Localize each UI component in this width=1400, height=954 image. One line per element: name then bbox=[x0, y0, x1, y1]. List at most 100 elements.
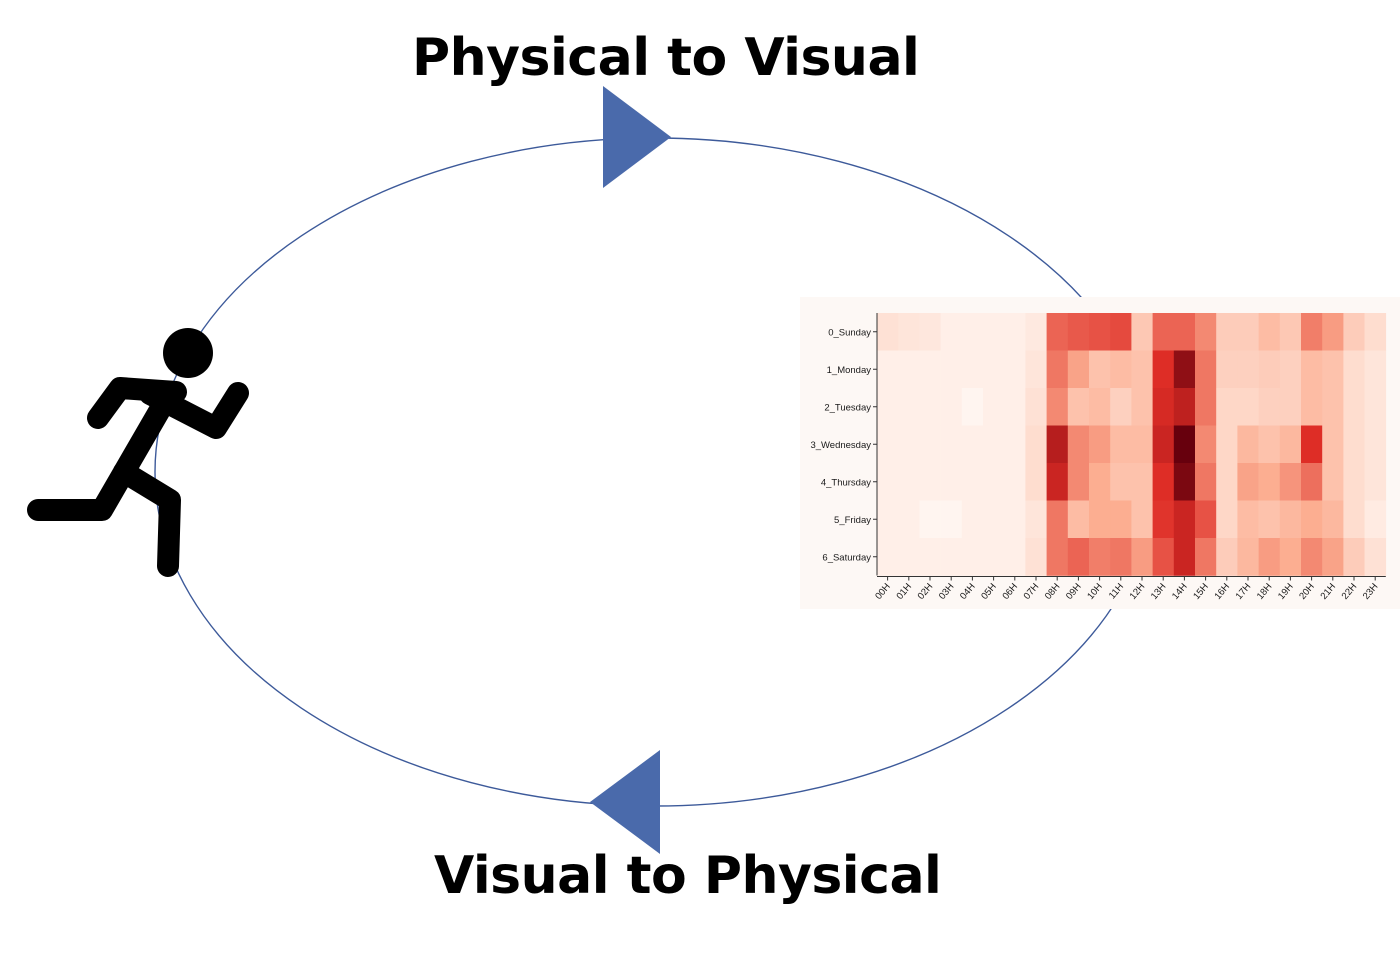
heatmap-cell bbox=[1067, 388, 1090, 426]
heatmap-cell bbox=[1152, 388, 1175, 426]
heatmap-cell bbox=[1279, 388, 1302, 426]
heatmap-cell bbox=[1237, 500, 1259, 539]
heatmap-cell bbox=[961, 350, 984, 389]
heatmap-cell bbox=[1343, 425, 1365, 464]
heatmap-cell bbox=[1131, 538, 1153, 576]
heatmap-cell bbox=[1195, 350, 1217, 389]
heatmap-cell bbox=[877, 463, 899, 501]
heatmap-cell bbox=[1067, 463, 1090, 501]
y-tick-label: 4_Thursday bbox=[821, 477, 871, 488]
heatmap-cell bbox=[1195, 425, 1217, 464]
heatmap-cell bbox=[1322, 350, 1344, 389]
running-person-icon bbox=[27, 328, 249, 577]
heatmap-cell bbox=[1322, 313, 1344, 351]
x-tick-label: 21H bbox=[1318, 581, 1338, 602]
heatmap-cell bbox=[1216, 388, 1238, 426]
heatmap-cell bbox=[1110, 350, 1132, 389]
heatmap-cell bbox=[1237, 388, 1259, 426]
heatmap-cell bbox=[1004, 425, 1026, 464]
x-tick-label: 03H bbox=[937, 581, 957, 602]
heatmap-cell bbox=[1067, 425, 1090, 464]
x-tick-label: 04H bbox=[958, 581, 978, 602]
heatmap-cell bbox=[919, 388, 941, 426]
heatmap-cell bbox=[1322, 538, 1344, 576]
top-arrow-icon bbox=[603, 86, 671, 188]
heatmap-cell bbox=[1364, 388, 1387, 426]
heatmap-cell bbox=[898, 500, 920, 539]
x-tick-label: 23H bbox=[1361, 581, 1381, 602]
heatmap-cell bbox=[1364, 500, 1387, 539]
bottom-arrow-icon bbox=[590, 750, 660, 854]
heatmap-cell bbox=[1131, 350, 1153, 389]
heatmap-cell bbox=[1301, 350, 1323, 389]
heatmap-cell bbox=[1089, 388, 1111, 426]
heatmap-cell bbox=[1258, 538, 1281, 576]
heatmap-cell bbox=[877, 425, 899, 464]
heatmap-cell bbox=[898, 388, 920, 426]
heatmap-cell bbox=[1131, 463, 1153, 501]
heatmap-cell bbox=[1216, 350, 1238, 389]
x-tick-label: 06H bbox=[1000, 581, 1020, 602]
heatmap-cell bbox=[1089, 313, 1111, 351]
heatmap-cell bbox=[877, 313, 899, 351]
heatmap-chart: 0_Sunday1_Monday2_Tuesday3_Wednesday4_Th… bbox=[810, 313, 1387, 602]
heatmap-cell bbox=[1046, 388, 1069, 426]
heatmap-cell bbox=[1258, 350, 1281, 389]
heatmap-cell bbox=[1364, 425, 1387, 464]
heatmap-cell bbox=[1067, 313, 1090, 351]
heatmap-cell bbox=[961, 500, 984, 539]
heatmap-cell bbox=[1046, 500, 1069, 539]
heatmap-cell bbox=[1322, 425, 1344, 464]
heatmap-cell bbox=[1004, 313, 1026, 351]
heatmap-cell bbox=[919, 500, 941, 539]
heatmap-cell bbox=[983, 350, 1005, 389]
y-tick-label: 0_Sunday bbox=[828, 327, 871, 338]
heatmap-cell bbox=[1089, 425, 1111, 464]
heatmap-cell bbox=[1110, 388, 1132, 426]
heatmap-cell bbox=[940, 313, 963, 351]
heatmap-cell bbox=[898, 425, 920, 464]
heatmap-cell bbox=[1110, 538, 1132, 576]
x-tick-label: 05H bbox=[979, 581, 999, 602]
heatmap-cell bbox=[1258, 388, 1281, 426]
heatmap-cell bbox=[1152, 425, 1175, 464]
heatmap-cell bbox=[961, 313, 984, 351]
heatmap-cell bbox=[1195, 388, 1217, 426]
heatmap-cell bbox=[961, 538, 984, 576]
heatmap-cell bbox=[919, 425, 941, 464]
heatmap-cell bbox=[1173, 463, 1196, 501]
heatmap-cell bbox=[1258, 463, 1281, 501]
heatmap-cell bbox=[983, 388, 1005, 426]
heatmap-cell bbox=[1025, 463, 1047, 501]
physical-to-visual-label: Physical to Visual bbox=[412, 28, 920, 88]
heatmap-cell bbox=[1279, 425, 1302, 464]
heatmap-cell bbox=[1131, 500, 1153, 539]
y-tick-label: 5_Friday bbox=[834, 515, 871, 526]
heatmap-cell bbox=[1089, 463, 1111, 501]
heatmap-cell bbox=[1025, 425, 1047, 464]
heatmap-cell bbox=[1301, 425, 1323, 464]
heatmap-cell bbox=[1173, 313, 1196, 351]
heatmap-cell bbox=[1067, 500, 1090, 539]
heatmap-cell bbox=[1301, 500, 1323, 539]
heatmap-cell bbox=[1173, 388, 1196, 426]
heatmap-cell bbox=[1301, 463, 1323, 501]
x-tick-label: 19H bbox=[1276, 581, 1296, 602]
x-tick-label: 20H bbox=[1297, 581, 1317, 602]
heatmap-cell bbox=[1322, 500, 1344, 539]
heatmap-cell bbox=[919, 538, 941, 576]
heatmap-cell bbox=[1131, 313, 1153, 351]
heatmap-cell bbox=[1152, 538, 1175, 576]
heatmap-cell bbox=[1046, 463, 1069, 501]
x-tick-label: 01H bbox=[894, 581, 914, 602]
x-tick-label: 18H bbox=[1255, 581, 1275, 602]
x-tick-label: 17H bbox=[1234, 581, 1254, 602]
x-tick-label: 13H bbox=[1149, 581, 1169, 602]
heatmap-cell bbox=[1004, 350, 1026, 389]
heatmap-cell bbox=[1343, 313, 1365, 351]
x-tick-label: 07H bbox=[1022, 581, 1042, 602]
heatmap-cell bbox=[983, 500, 1005, 539]
heatmap-cell bbox=[1258, 313, 1281, 351]
